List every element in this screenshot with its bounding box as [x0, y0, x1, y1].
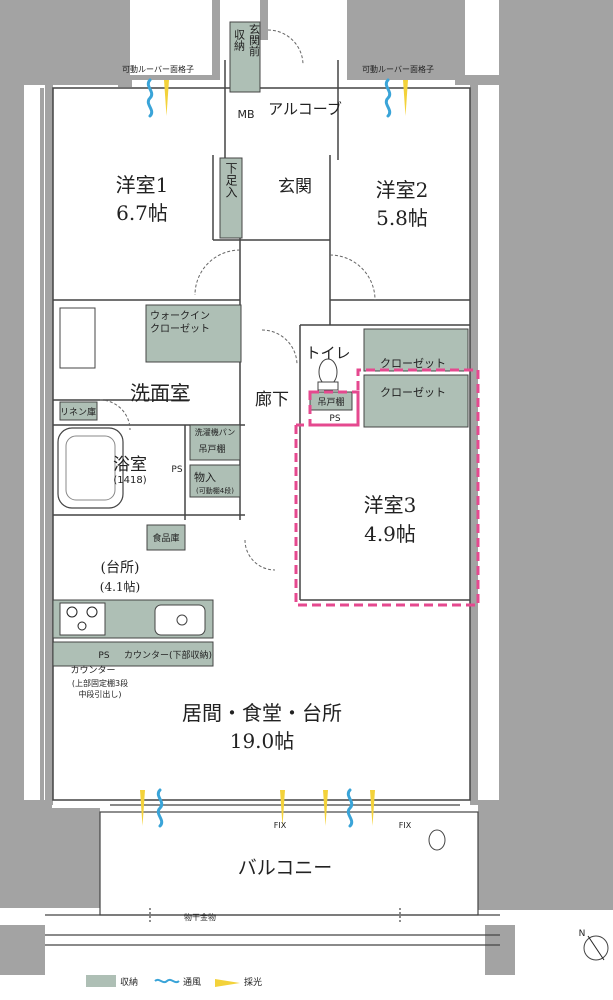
toilet-shelf-label: 吊戸棚 — [317, 396, 344, 408]
bathtub — [57, 427, 124, 509]
entrance-storage-label-2: 収納 — [233, 29, 246, 52]
walkin-closet — [145, 304, 242, 363]
bedroom1-size: 6.7帖 — [116, 201, 168, 225]
counter-note-1: カウンター — [70, 665, 115, 676]
counter-lower — [52, 641, 214, 667]
closet2-label: クローゼット — [380, 386, 446, 399]
north-compass: N — [579, 929, 609, 961]
fix-left-label: FIX — [274, 821, 287, 830]
pantry-label: 食品庫 — [152, 532, 179, 544]
balcony-label: バルコニー — [238, 857, 333, 879]
kitchen-label: (台所) — [101, 560, 140, 576]
legend-ventilation-icon — [154, 978, 180, 984]
bedroom3-size: 4.9帖 — [364, 522, 416, 546]
mb-label: MB — [237, 108, 254, 121]
linen-label: リネン庫 — [60, 406, 96, 418]
storeroom-label-1: 物入 — [194, 470, 216, 484]
shoe-label: 下足入 — [224, 162, 238, 198]
legend-storage-label: 収納 — [120, 976, 138, 988]
door-swings — [99, 29, 376, 571]
legend-storage-swatch — [86, 975, 116, 987]
closet-lower — [363, 374, 469, 428]
louver-right-label: 可動ルーバー面格子 — [362, 64, 434, 74]
pantry — [146, 524, 186, 551]
ps-bath-label: PS — [171, 465, 182, 475]
legend-lighting-icon — [215, 979, 240, 987]
bath-spec: (1418) — [113, 475, 146, 486]
linen — [59, 401, 98, 421]
alcove-label: アルコーブ — [268, 100, 342, 118]
counter-lower-label: カウンター(下部収納) — [124, 649, 212, 661]
louver-left-label: 可動ルーバー面格子 — [122, 64, 194, 74]
bedroom2-name: 洋室2 — [376, 178, 429, 202]
legend-ventilation-label: 通風 — [183, 977, 201, 988]
bedroom3-name: 洋室3 — [364, 493, 417, 517]
storeroom-label-2: (可動棚4段) — [196, 486, 234, 495]
bath-label: 浴室 — [113, 455, 147, 475]
closet-upper — [363, 328, 469, 372]
walkin-label-1: ウォークイン — [150, 310, 210, 322]
living-label: 居間・食堂・台所 — [182, 701, 342, 725]
kitchen-fixtures — [59, 602, 206, 636]
living-size: 19.0帖 — [230, 729, 295, 753]
toilet-fixture — [317, 358, 446, 851]
ps-toilet-label: PS — [329, 414, 340, 424]
laundry-shelf — [189, 424, 241, 461]
counter-note-3: 中段引出し) — [78, 689, 121, 699]
bedroom1-name: 洋室1 — [116, 173, 169, 197]
toilet-label: トイレ — [305, 344, 350, 362]
kitchen-size: (4.1帖) — [100, 579, 140, 594]
storeroom — [189, 464, 241, 498]
laundry-label-1: 洗濯機パン — [195, 427, 235, 437]
north-label: N — [579, 929, 586, 939]
legend: 収納 通風 採光 — [86, 975, 262, 988]
closet1-label: クローゼット — [380, 357, 446, 370]
highlight-outline — [294, 368, 480, 607]
hall-label: 廊下 — [255, 390, 289, 410]
entrance-storage-label-1: 玄関前 — [248, 22, 261, 57]
walkin-label-2: クローゼット — [150, 323, 210, 335]
laundry-label-2: 吊戸棚 — [198, 443, 225, 455]
ps-kitchen-label: PS — [98, 651, 109, 661]
counter-note-2: (上部固定棚3段 — [72, 678, 128, 688]
legend-lighting-label: 採光 — [244, 976, 262, 988]
wall-structure — [0, 0, 613, 975]
entrance-label: 玄関 — [278, 177, 312, 197]
entrance-storage — [229, 21, 261, 93]
fix-right-label: FIX — [399, 821, 412, 830]
shoe-storage — [219, 157, 243, 239]
bedroom2-size: 5.8帖 — [376, 206, 428, 230]
balcony-structure — [45, 804, 500, 946]
washroom-label: 洗面室 — [130, 381, 190, 405]
drying-rack-label: 物干金物 — [184, 912, 216, 922]
